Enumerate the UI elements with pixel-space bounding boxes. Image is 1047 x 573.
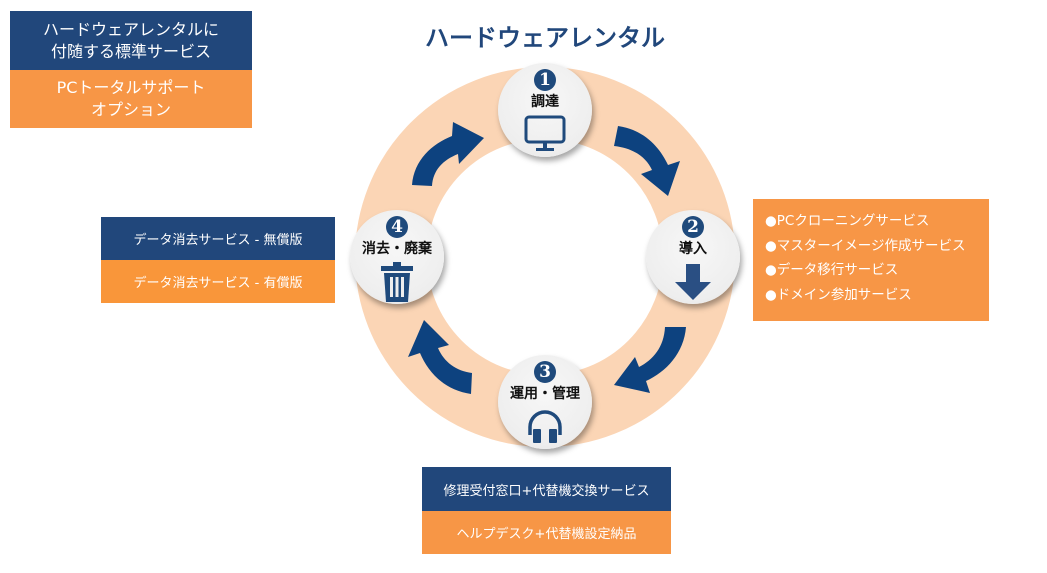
step-number-badge: 4 (386, 216, 408, 238)
step-deployment: 2 導入 (646, 210, 740, 304)
legend-option-line1: PCトータルサポート (56, 78, 206, 97)
diagram-title: ハードウェアレンタル (425, 24, 665, 52)
step-number-badge: 2 (682, 216, 704, 238)
step-label: 運用・管理 (510, 386, 580, 402)
deployment-service-item: ●データ移行サービス (765, 262, 899, 278)
step-number-badge: 3 (534, 361, 556, 383)
arrow-1-to-2 (614, 126, 680, 196)
legend-standard-line1: ハードウェアレンタルに (42, 19, 219, 39)
operation-standard-service: 修理受付窓口+代替機交換サービス (422, 467, 671, 511)
deployment-services-panel: ●PCクローニングサービス ●マスターイメージ作成サービス ●データ移行サービス… (753, 199, 989, 321)
step-procurement: 1 調達 (498, 63, 592, 157)
monitor-icon (523, 115, 567, 157)
legend-option-line2: オプション (90, 100, 171, 119)
arrow-down-icon (673, 262, 713, 306)
step-operation-management: 3 運用・管理 (498, 355, 592, 449)
disposal-standard-service: データ消去サービス - 無償版 (101, 217, 335, 260)
step-label: 導入 (679, 241, 707, 257)
trash-icon (380, 262, 414, 306)
deployment-service-item: ●PCクローニングサービス (765, 213, 930, 229)
step-number-badge: 1 (534, 69, 556, 91)
arrow-2-to-3 (614, 327, 686, 393)
step-label: 調達 (531, 94, 559, 110)
legend-option-services: PCトータルサポート オプション (10, 70, 252, 128)
disposal-option-service: データ消去サービス - 有償版 (101, 260, 335, 303)
step-erase-disposal: 4 消去・廃棄 (350, 210, 444, 304)
deployment-service-item: ●ドメイン参加サービス (765, 286, 912, 303)
legend-standard-services: ハードウェアレンタルに 付随する標準サービス (10, 11, 252, 70)
arrow-4-to-1 (412, 122, 484, 186)
arrow-3-to-4 (408, 320, 472, 394)
legend-standard-line2: 付随する標準サービス (50, 41, 211, 61)
headphones-icon (525, 407, 565, 449)
operation-option-service: ヘルプデスク+代替機設定納品 (422, 511, 671, 554)
step-label: 消去・廃棄 (362, 241, 432, 257)
deployment-service-item: ●マスターイメージ作成サービス (765, 237, 966, 254)
